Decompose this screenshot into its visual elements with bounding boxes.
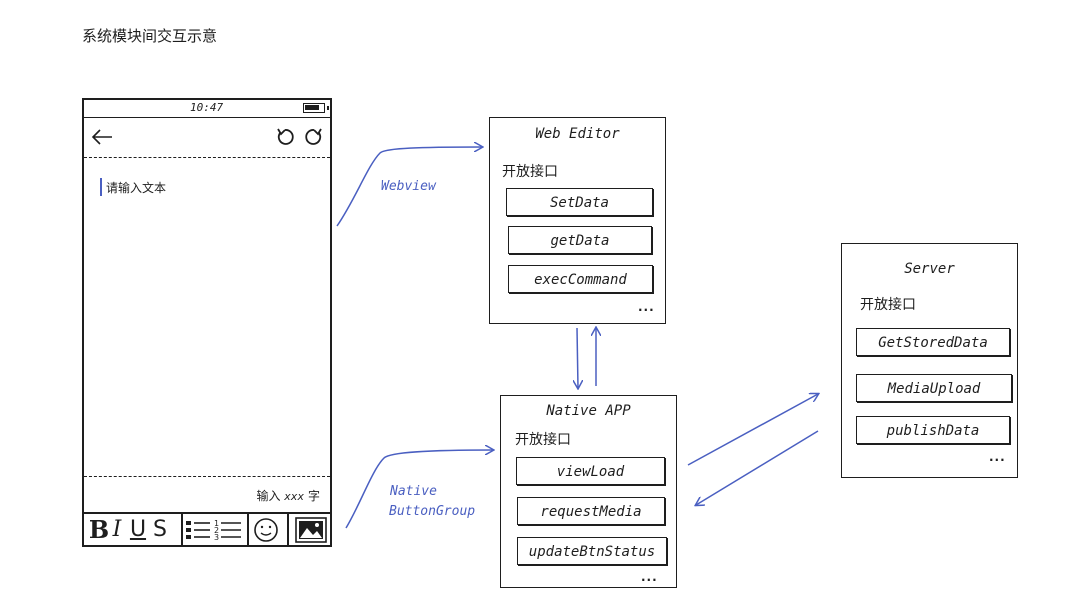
method-updatebtnstatus: updateBtnStatus — [517, 537, 667, 565]
image-icon[interactable] — [295, 517, 327, 543]
server-api-label: 开放接口 — [860, 297, 916, 313]
server-to-native-arrow — [696, 430, 819, 505]
native-app-api-label: 开放接口 — [515, 432, 571, 448]
webview-label: Webview — [381, 179, 436, 194]
underline-button[interactable]: U — [129, 517, 147, 542]
phone-mockup: 10:47 请输入文本 输入 xxx 字 B I U S — [82, 98, 332, 547]
native-label-line1: Native — [390, 484, 437, 499]
word-count-value: xxx — [284, 490, 305, 503]
svg-text:1: 1 — [214, 519, 219, 528]
battery-cap — [327, 106, 329, 110]
status-time: 10:47 — [190, 101, 224, 114]
emoji-icon[interactable] — [253, 517, 279, 543]
web-editor-box: Web Editor 开放接口 SetData getData execComm… — [489, 117, 666, 324]
method-mediaupload: MediaUpload — [856, 374, 1012, 402]
strikethrough-button[interactable]: S — [153, 517, 167, 542]
native-label-line2: ButtonGroup — [389, 504, 476, 519]
toolbar-divider — [181, 514, 183, 545]
bold-button[interactable]: B — [88, 515, 110, 544]
format-toolbar: B I U S 1 2 3 — [84, 512, 330, 545]
more-ellipsis: ... — [641, 570, 658, 584]
battery-icon — [303, 103, 325, 113]
method-setdata: SetData — [506, 188, 653, 216]
native-app-box: Native APP 开放接口 viewLoad requestMedia up… — [500, 395, 677, 588]
server-title: Server — [904, 261, 955, 277]
web-to-native-arrow — [577, 327, 578, 388]
native-app-title: Native APP — [546, 403, 631, 419]
native-to-server-arrow — [687, 394, 818, 466]
method-requestmedia: requestMedia — [517, 497, 665, 525]
word-count-bar: 输入 xxx 字 — [84, 476, 330, 512]
method-execcommand: execCommand — [508, 265, 653, 293]
bullet-list-icon[interactable] — [185, 519, 211, 541]
web-editor-api-label: 开放接口 — [502, 164, 558, 180]
arrow-left-icon[interactable] — [90, 128, 114, 146]
word-count-suffix: 字 — [307, 489, 320, 503]
svg-text:2: 2 — [214, 526, 219, 535]
diagram-title: 系统模块间交互示意 — [82, 27, 218, 45]
more-ellipsis: ... — [989, 450, 1006, 464]
native-buttongroup-arrow — [345, 450, 493, 529]
method-getstoreddata: GetStoredData — [856, 328, 1010, 356]
word-count-prefix: 输入 — [256, 489, 281, 503]
status-bar: 10:47 — [84, 100, 330, 118]
text-cursor — [100, 178, 102, 196]
method-viewload: viewLoad — [516, 457, 665, 485]
svg-text:3: 3 — [214, 533, 219, 542]
webview-arrow — [336, 147, 482, 227]
nav-bar — [84, 118, 330, 158]
undo-icon[interactable] — [275, 127, 295, 147]
web-editor-title: Web Editor — [535, 126, 620, 142]
server-box: Server 开放接口 GetStoredData MediaUpload pu… — [841, 243, 1018, 478]
italic-button[interactable]: I — [112, 517, 122, 542]
toolbar-divider — [247, 514, 249, 545]
more-ellipsis: ... — [638, 300, 655, 314]
editor-placeholder: 请输入文本 — [106, 181, 167, 195]
toolbar-divider — [287, 514, 289, 545]
numbered-list-icon[interactable]: 1 2 3 — [213, 518, 243, 542]
editor-content[interactable]: 请输入文本 — [84, 158, 330, 476]
method-publishdata: publishData — [856, 416, 1010, 444]
method-getdata: getData — [508, 226, 652, 254]
word-count: 输入 xxx 字 — [256, 487, 320, 504]
redo-icon[interactable] — [304, 127, 324, 147]
